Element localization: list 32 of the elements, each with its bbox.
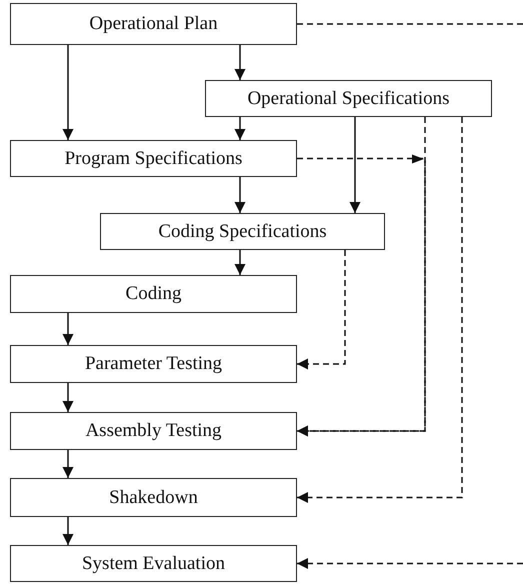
- process-box: [10, 3, 297, 45]
- arrow: [62, 517, 74, 545]
- arrow: [234, 250, 246, 275]
- process-box: [10, 545, 297, 582]
- arrow: [297, 117, 463, 503]
- arrow: [62, 383, 74, 412]
- process-box: [100, 213, 385, 250]
- box-label: System Evaluation: [82, 552, 225, 574]
- connector-line: [297, 23, 523, 25]
- box-label: Assembly Testing: [85, 420, 222, 442]
- arrow: [62, 45, 74, 140]
- process-box: [10, 275, 297, 313]
- process-box: [10, 140, 297, 177]
- box-label: Coding: [126, 283, 182, 305]
- box-label: Parameter Testing: [84, 353, 222, 375]
- process-box: [205, 80, 492, 117]
- process-box: [10, 478, 297, 517]
- process-box: [10, 345, 297, 383]
- box-label: Operational Plan: [89, 13, 218, 35]
- arrow: [234, 117, 246, 140]
- process-box: [10, 412, 297, 450]
- arrow: [297, 250, 346, 370]
- box-label: Coding Specifications: [158, 220, 327, 242]
- box-label: Shakedown: [109, 486, 198, 508]
- arrow: [234, 45, 246, 80]
- arrow: [62, 450, 74, 478]
- arrow: [234, 177, 246, 213]
- arrow: [62, 313, 74, 345]
- box-label: Operational Specifications: [247, 88, 450, 110]
- arrow: [350, 117, 360, 213]
- box-label: Program Specifications: [64, 148, 242, 170]
- arrow: [297, 558, 523, 569]
